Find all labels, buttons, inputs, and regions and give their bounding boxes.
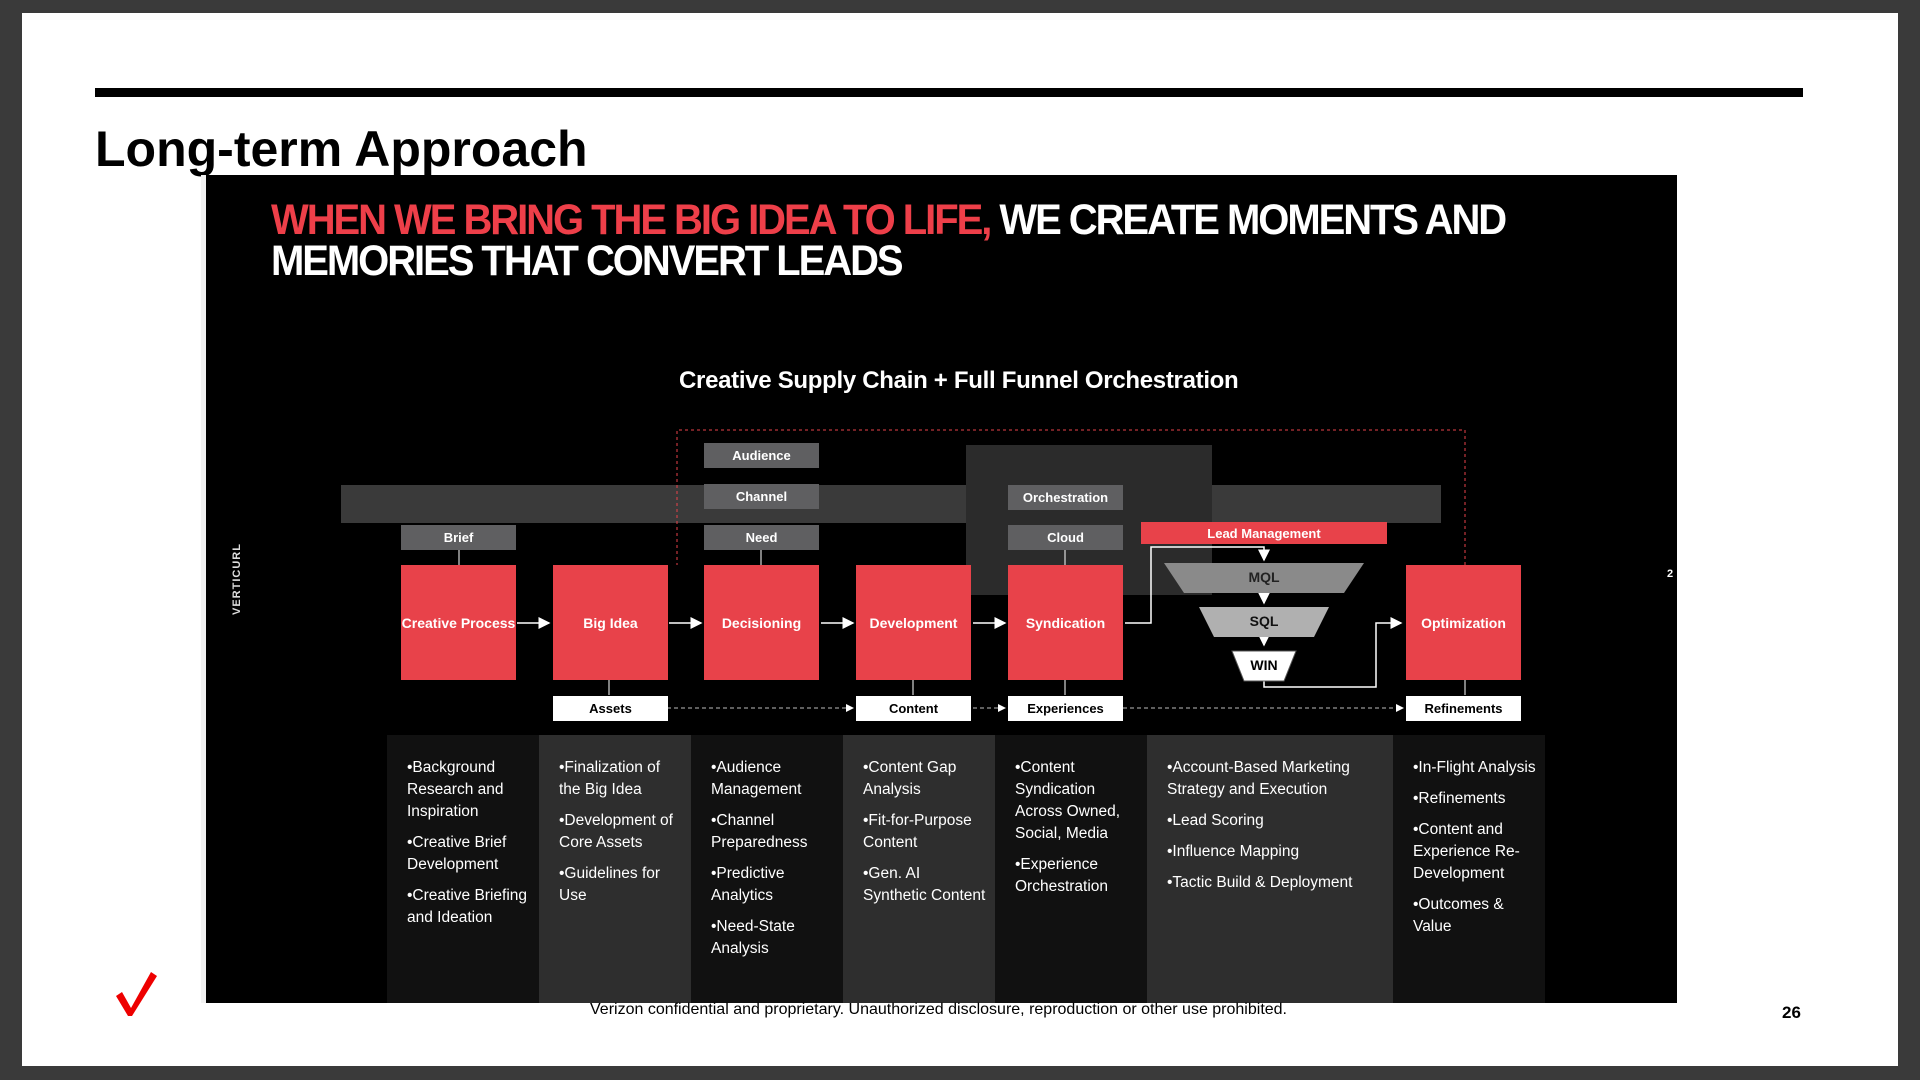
tag-lead-management: Lead Management [1141, 522, 1387, 544]
arrow-5 [1125, 546, 1270, 624]
feedback-loop [676, 429, 1466, 565]
column-development: •Content Gap Analysis •Fit-for-Purpose C… [843, 735, 995, 1003]
column-item: •Need-State Analysis [711, 918, 795, 957]
stage-syndication: Syndication [1008, 565, 1123, 680]
column-item: •Development of Core Assets [559, 812, 673, 851]
column-creative-process: •Background Research and Inspiration •Cr… [387, 735, 539, 1003]
slide-title: Long-term Approach [95, 121, 588, 177]
diagram-panel: WHEN WE BRING THE BIG IDEA TO LIFE, WE C… [201, 175, 1677, 1003]
funnel-sql [1199, 607, 1329, 637]
column-item: •Background Research and Inspiration [407, 759, 504, 820]
tag-cloud: Cloud [1008, 525, 1123, 550]
column-item: •Audience Management [711, 759, 802, 798]
column-item: •Tactic Build & Deployment [1167, 874, 1353, 891]
column-item: •Creative Briefing and Ideation [407, 887, 528, 926]
column-item: •Predictive Analytics [711, 865, 785, 904]
stage-creative-process: Creative Process [401, 565, 516, 680]
column-lead-management: •Account-Based Marketing Strategy and Ex… [1147, 735, 1393, 1003]
headline-red: WHEN WE BRING THE BIG IDEA TO LIFE, [271, 196, 992, 244]
column-item: •Creative Brief Development [407, 834, 507, 873]
funnel-label-mql: MQL [1248, 569, 1280, 585]
tag-channel: Channel [704, 484, 819, 509]
tag-need: Need [704, 525, 819, 550]
diagram-subtitle: Creative Supply Chain + Full Funnel Orch… [679, 367, 1239, 394]
column-big-idea: •Finalization of the Big Idea •Developme… [539, 735, 691, 1003]
column-item: •Experience Orchestration [1015, 856, 1109, 895]
column-item: •Channel Preparedness [711, 812, 808, 851]
column-item: •Finalization of the Big Idea [559, 759, 661, 798]
stage-development: Development [856, 565, 971, 680]
tag-audience: Audience [704, 443, 819, 468]
funnel-label-win: WIN [1250, 657, 1278, 673]
column-decisioning: •Audience Management •Channel Preparedne… [691, 735, 843, 1003]
tag-content: Content [856, 696, 971, 721]
column-item: •Outcomes & Value [1413, 896, 1504, 935]
headline-white-2: MEMORIES THAT CONVERT LEADS [271, 237, 904, 285]
confidentiality-footer: Verizon confidential and proprietary. Un… [590, 1001, 1287, 1018]
funnel-label-sql: SQL [1249, 613, 1279, 629]
tag-assets: Assets [553, 696, 668, 721]
headline-white-1: WE CREATE MOMENTS AND [999, 196, 1507, 244]
column-item: •Gen. AI Synthetic Content [863, 865, 986, 904]
tag-orchestration: Orchestration [1008, 485, 1123, 510]
column-item: •Refinements [1413, 790, 1506, 807]
title-rule [95, 88, 1803, 97]
column-item: •Content Gap Analysis [863, 759, 957, 798]
stage-decisioning: Decisioning [704, 565, 819, 680]
flow-connectors [341, 429, 1466, 712]
stage-big-idea: Big Idea [553, 565, 668, 680]
panel-headline: WHEN WE BRING THE BIG IDEA TO LIFE, WE C… [271, 199, 1507, 285]
column-optimization: •In-Flight Analysis •Refinements •Conten… [1393, 735, 1545, 1003]
verizon-check-logo-icon [116, 972, 157, 1016]
description-columns: •Background Research and Inspiration •Cr… [387, 735, 1545, 1003]
funnel-mql [1164, 563, 1364, 593]
inner-page-number: 2 [1667, 568, 1674, 580]
stage-band [341, 485, 1441, 523]
column-item: •In-Flight Analysis [1413, 759, 1536, 776]
column-item: •Fit-for-Purpose Content [863, 812, 972, 851]
tag-brief: Brief [401, 525, 516, 550]
column-item: •Content and Experience Re-Development [1413, 821, 1520, 882]
column-item: •Content Syndication Across Owned, Socia… [1015, 759, 1121, 842]
page-number: 26 [1782, 1003, 1801, 1022]
column-item: •Guidelines for Use [559, 865, 661, 904]
column-item: •Lead Scoring [1167, 812, 1264, 829]
column-item: •Influence Mapping [1167, 843, 1300, 860]
panel-edge [201, 175, 206, 1003]
stage-optimization: Optimization [1406, 565, 1521, 680]
column-item: •Account-Based Marketing Strategy and Ex… [1167, 759, 1350, 798]
tag-experiences: Experiences [1008, 696, 1123, 721]
tag-refinements: Refinements [1406, 696, 1521, 721]
funnel-win [1231, 650, 1297, 682]
column-syndication: •Content Syndication Across Owned, Socia… [995, 735, 1147, 1003]
